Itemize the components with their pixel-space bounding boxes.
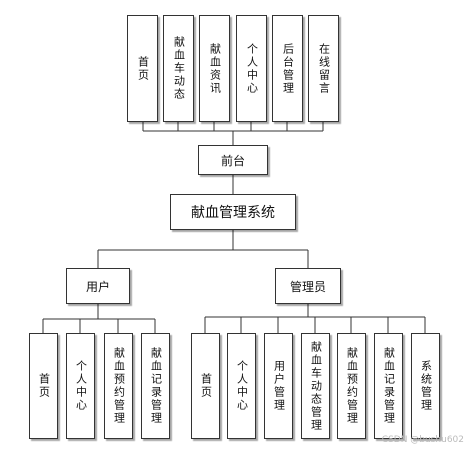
front-item-donation-info: 献血资讯 xyxy=(199,15,230,122)
user-item-personal-center: 个人中心 xyxy=(66,333,95,439)
user-item-home: 首页 xyxy=(29,333,58,439)
front-item-bloodmobile-news: 献血车动态 xyxy=(163,15,194,122)
user-item-reservation-management: 献血预约管理 xyxy=(104,333,133,439)
user-node: 用户 xyxy=(66,268,130,304)
user-item-record-management: 献血记录管理 xyxy=(141,333,170,439)
admin-item-home: 首页 xyxy=(191,333,220,439)
front-item-personal-center: 个人中心 xyxy=(236,15,267,122)
admin-node: 管理员 xyxy=(275,268,341,304)
root-node: 献血管理系统 xyxy=(170,194,296,230)
admin-item-bloodmobile-management: 献血车动态管理 xyxy=(301,333,330,439)
watermark: CSDN @bushu602 xyxy=(381,435,464,445)
front-node: 前台 xyxy=(198,145,268,175)
admin-item-personal-center: 个人中心 xyxy=(227,333,256,439)
admin-item-system-management: 系统管理 xyxy=(411,333,440,439)
admin-item-user-management: 用户管理 xyxy=(264,333,293,439)
admin-item-record-management: 献血记录管理 xyxy=(374,333,403,439)
front-item-home: 首页 xyxy=(127,15,158,122)
front-item-online-message: 在线留言 xyxy=(308,15,339,122)
front-item-backend-management: 后台管理 xyxy=(272,15,303,122)
admin-item-reservation-management: 献血预约管理 xyxy=(337,333,366,439)
